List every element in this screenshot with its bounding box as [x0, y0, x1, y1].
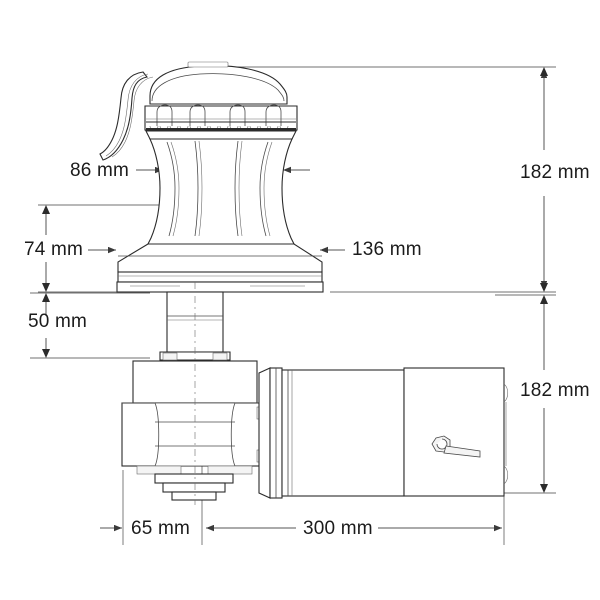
drum-ribs [166, 140, 273, 237]
dimension-label-86: 86 mm [70, 160, 130, 181]
dimension-label-65: 65 mm [131, 518, 191, 539]
dimension-label-136: 136 mm [352, 239, 422, 260]
dimension-label-182-top: 182 mm [520, 162, 590, 183]
cable-gland-icon [431, 435, 481, 458]
dimension-label-74: 74 mm [24, 239, 84, 260]
stripper-top [149, 61, 288, 108]
dimension-182-bottom [430, 294, 556, 494]
dimension-65-300 [100, 460, 505, 545]
dimension-label-300: 300 mm [303, 518, 373, 539]
dimension-label-182-bottom: 182 mm [520, 380, 590, 401]
motor-body [258, 367, 509, 499]
feeder-arm [99, 71, 154, 161]
dimension-50 [30, 292, 150, 359]
base-flange [116, 243, 324, 293]
dimension-label-50: 50 mm [28, 311, 88, 332]
tailing-jaws [144, 104, 298, 140]
dimension-182-top [212, 66, 556, 293]
drum [147, 138, 295, 245]
